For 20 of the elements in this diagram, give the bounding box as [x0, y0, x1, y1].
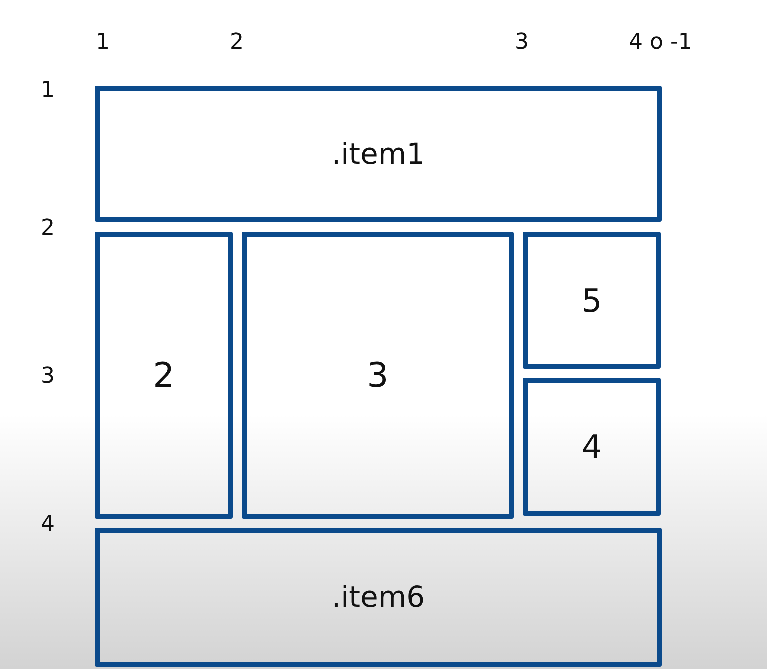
- grid-line-number: 2: [230, 32, 244, 54]
- grid-item-box: [523, 232, 661, 369]
- grid-line-number: 4: [41, 514, 55, 536]
- item-label: 5: [582, 284, 602, 316]
- grid-line-number: 3: [41, 366, 55, 388]
- grid-line-number: 4 o -1: [629, 32, 692, 54]
- grid-line-number: 1: [96, 32, 110, 54]
- item-label: .item1: [332, 140, 426, 168]
- grid-item-box: [95, 86, 662, 222]
- grid-item-box: [523, 378, 661, 516]
- grid-item-box: [95, 232, 233, 519]
- item-label: 2: [153, 358, 175, 392]
- grid-item-box: [242, 232, 514, 519]
- item-label: .item6: [332, 583, 426, 612]
- grid-line-number: 3: [515, 32, 529, 54]
- grid-item-box: [95, 528, 662, 667]
- grid-line-number: 1: [41, 80, 55, 102]
- item-label: 3: [367, 358, 389, 392]
- item-label: 4: [582, 431, 602, 463]
- grid-line-number: 2: [41, 218, 55, 240]
